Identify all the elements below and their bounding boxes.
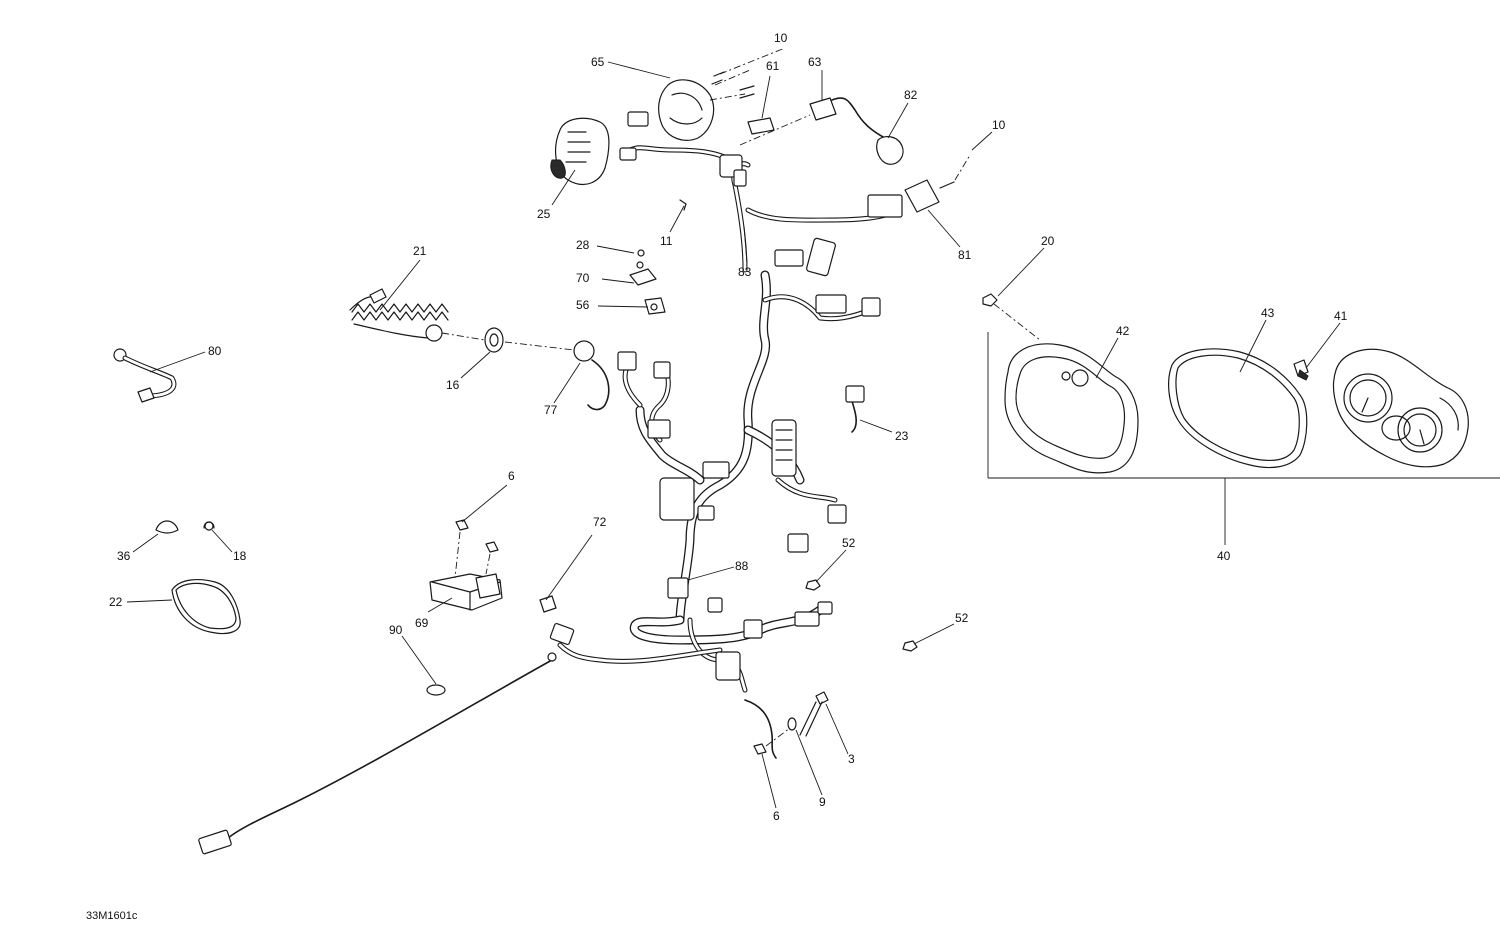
callout-43: 43: [1261, 306, 1275, 320]
callout-9: 9: [819, 795, 826, 809]
callout-23: 23: [895, 429, 909, 443]
callout-80: 80: [208, 344, 222, 358]
callout-3: 3: [848, 752, 855, 766]
callout-6-middle: 6: [508, 469, 515, 483]
callout-6-lower: 6: [773, 809, 780, 823]
callout-83: 83: [738, 265, 752, 279]
callout-63: 63: [808, 55, 822, 69]
misc-parts: [426, 579, 918, 696]
callout-65: 65: [591, 55, 605, 69]
callout-42: 42: [1116, 324, 1130, 338]
callout-40: 40: [1217, 549, 1231, 563]
callout-10-right: 10: [992, 118, 1006, 132]
small-parts-left: [155, 520, 241, 635]
callout-56: 56: [576, 298, 590, 312]
callout-72: 72: [593, 515, 607, 529]
handlebar-switch-assembly: [550, 47, 786, 185]
connector-group-upper: [679, 97, 971, 213]
leader-lines: [126, 61, 1341, 809]
callout-25: 25: [537, 207, 551, 221]
battery-cable: [113, 348, 177, 403]
callout-labels: 10 65 61 63 82 10 25 11 83 81 21 28 70 5…: [109, 31, 1348, 823]
dess-module: [429, 519, 503, 611]
callout-11: 11: [660, 234, 673, 248]
callout-70: 70: [576, 271, 590, 285]
gauge-cluster-group: [982, 293, 1500, 545]
callout-61: 61: [766, 59, 780, 73]
callout-20: 20: [1041, 234, 1055, 248]
callout-41: 41: [1334, 309, 1348, 323]
callout-77: 77: [544, 403, 558, 417]
callout-21: 21: [413, 244, 427, 258]
callout-81: 81: [958, 248, 972, 262]
callout-10-top: 10: [774, 31, 788, 45]
callout-52-upper: 52: [842, 536, 856, 550]
main-wiring-harness: [549, 145, 903, 759]
lower-fasteners: [753, 691, 829, 755]
callout-90: 90: [389, 623, 403, 637]
diagram-reference-code: 33M1601c: [86, 910, 138, 922]
callout-88: 88: [735, 559, 749, 573]
sensor-wire-assembly: [198, 652, 557, 855]
callout-82: 82: [904, 88, 918, 102]
lanyard-cord-assembly: [349, 249, 666, 411]
callout-52-lower: 52: [955, 611, 969, 625]
callout-28: 28: [576, 238, 590, 252]
callout-18: 18: [233, 549, 247, 563]
callout-16: 16: [446, 378, 460, 392]
callout-69: 69: [415, 616, 429, 630]
callout-22: 22: [109, 595, 123, 609]
callout-36: 36: [117, 549, 131, 563]
